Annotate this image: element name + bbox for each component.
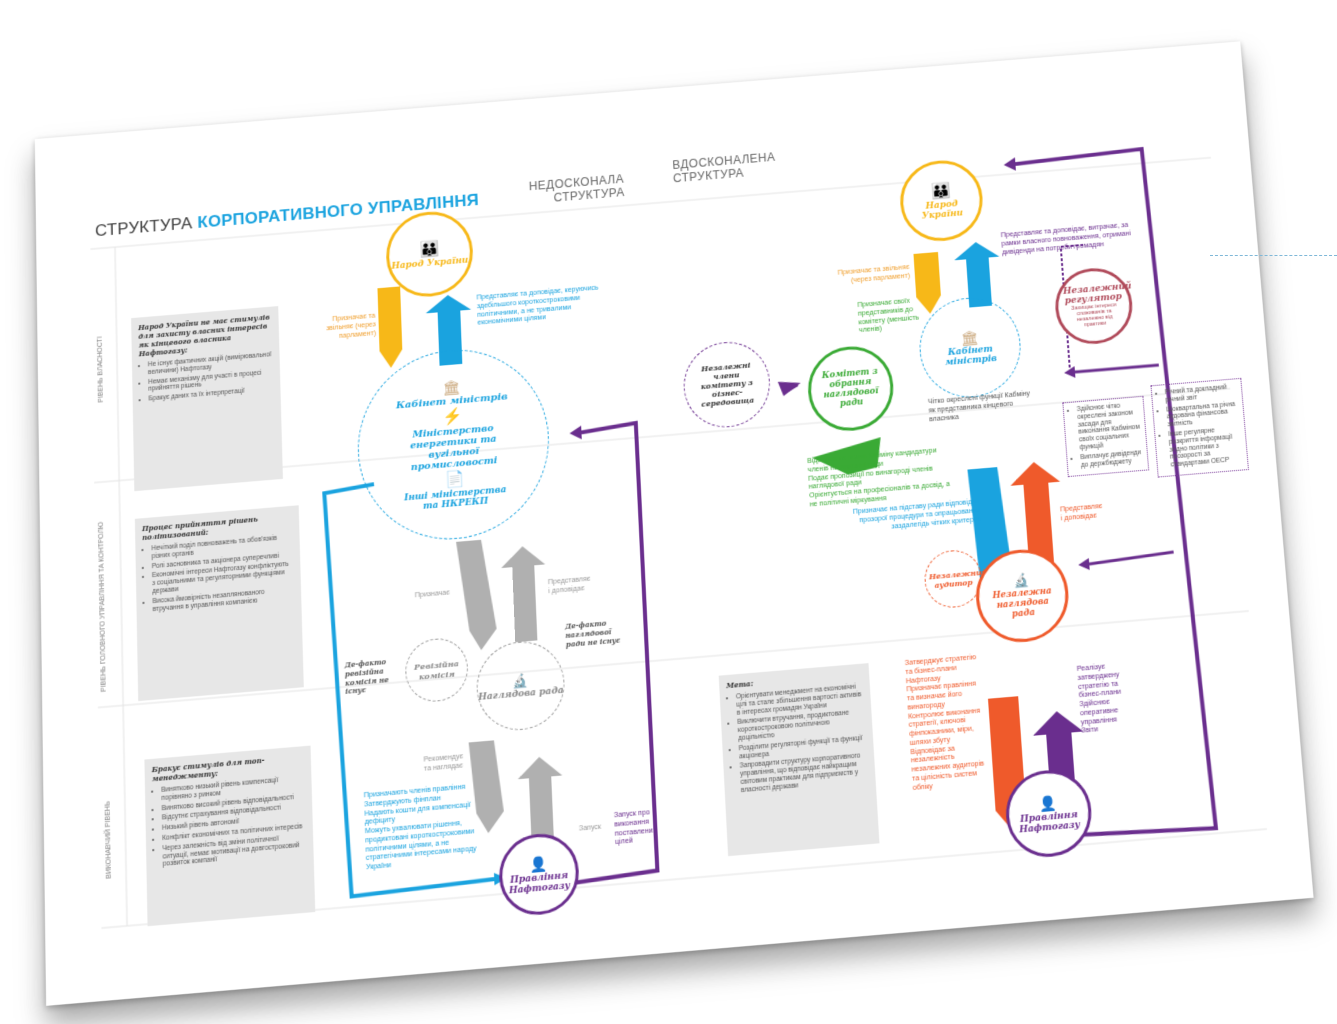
grey-down-arrow-1 [456, 539, 497, 652]
launch-goals-text: Запуск про виконання поставлених цілей [614, 808, 666, 848]
list-item: Здійснює чітко окреслені законом засади … [1077, 401, 1142, 452]
management-label-imperfect: Правління Нафтогазу [508, 870, 570, 896]
document-icon: 📄 [444, 469, 465, 490]
list-item: Відповідає за незалежність незалежних ау… [910, 742, 989, 793]
board-reports-text: Представляє і доповідає [1060, 503, 1106, 524]
committee-arrow [778, 380, 802, 397]
auditor-label: Незалежний аудитор [929, 568, 978, 590]
board-functions-list: Затверджує стратегію та бізнес-плани Наф… [905, 654, 989, 794]
appoint-arrow [377, 286, 402, 368]
grey-up-arrow-1 [500, 545, 548, 644]
building-icon: 🏛 [442, 379, 460, 397]
regulator-sub: Захищає інтереси споживачів та незалежно… [1065, 302, 1124, 330]
diagram-sheet: СТРУКТУРА КОРПОРАТИВНОГО УПРАВЛІННЯ НЕДО… [35, 41, 1314, 1006]
flow-arrows [35, 41, 1314, 1006]
board-label-improved: Незалежна наглядова рада [987, 586, 1059, 622]
mgmt-functions-list: Реалізує затверджену стратегію та бізнес… [1077, 661, 1138, 736]
board-label-imperfect: Наглядова рада [478, 685, 564, 702]
ministry-label: Міністерство енергетики та вугільної про… [383, 421, 524, 476]
launch-text: Запуск [579, 824, 602, 835]
manager-icon: 👤 [1039, 794, 1058, 813]
charter-box: Здійснює чітко окреслені законом засади … [1062, 396, 1149, 478]
committee-label: Комітет з обрання наглядової ради [817, 366, 885, 410]
reports-text: Представляє і доповідає [548, 575, 594, 596]
lightning-icon: ⚡ [442, 406, 462, 427]
audit-note: Де-факто ревізійна комісія не існує [344, 657, 401, 697]
management-label-improved: Правління Нафтогазу [1017, 809, 1081, 835]
people-label: Народ України [391, 256, 468, 272]
report-box: Річний та докладний річний звіт Щокварта… [1150, 378, 1248, 478]
committee-members-label: Незалежні члени комітету з бізнес-середо… [691, 360, 763, 410]
cabinet-label-improved: Кабінет міністрів [921, 342, 1021, 370]
ministry-functions-list: Призначають членів правління Затверджуют… [364, 783, 479, 873]
people-icon: 👪 [930, 181, 951, 202]
people-label: Народ України [903, 198, 981, 223]
microscope-icon: 🔬 [1013, 572, 1030, 589]
appoint-reps-text: Призначає своїх представників до комітет… [857, 297, 923, 336]
microscope-icon: 🔬 [512, 672, 529, 690]
others-label: Інші міністерства та НКРЕКП [400, 485, 510, 514]
list-item: Щоквартальна та річна аудована фінансова… [1166, 400, 1239, 429]
list-item: Інше регулярне розкриття інформації згід… [1168, 425, 1242, 469]
manager-icon: 👤 [529, 854, 547, 873]
building-icon: 🏛 [960, 329, 979, 347]
dashed-connector [1210, 255, 1337, 256]
board-note: Де-факто наглядової ради не існує [565, 618, 621, 649]
list-item: Можуть ухвалювати рішення, продиктовані … [365, 819, 478, 873]
goals-box: Мета: Орієнтувати менеджмент на економіч… [719, 663, 880, 856]
list-item: Виплачує дивіденди до держбюджету [1080, 449, 1143, 469]
audit-commission-label: Ревізійна комісія [406, 657, 467, 682]
list-item: Реалізує затверджену стратегію та бізнес… [1077, 661, 1135, 701]
people-icon: 👪 [419, 239, 439, 260]
